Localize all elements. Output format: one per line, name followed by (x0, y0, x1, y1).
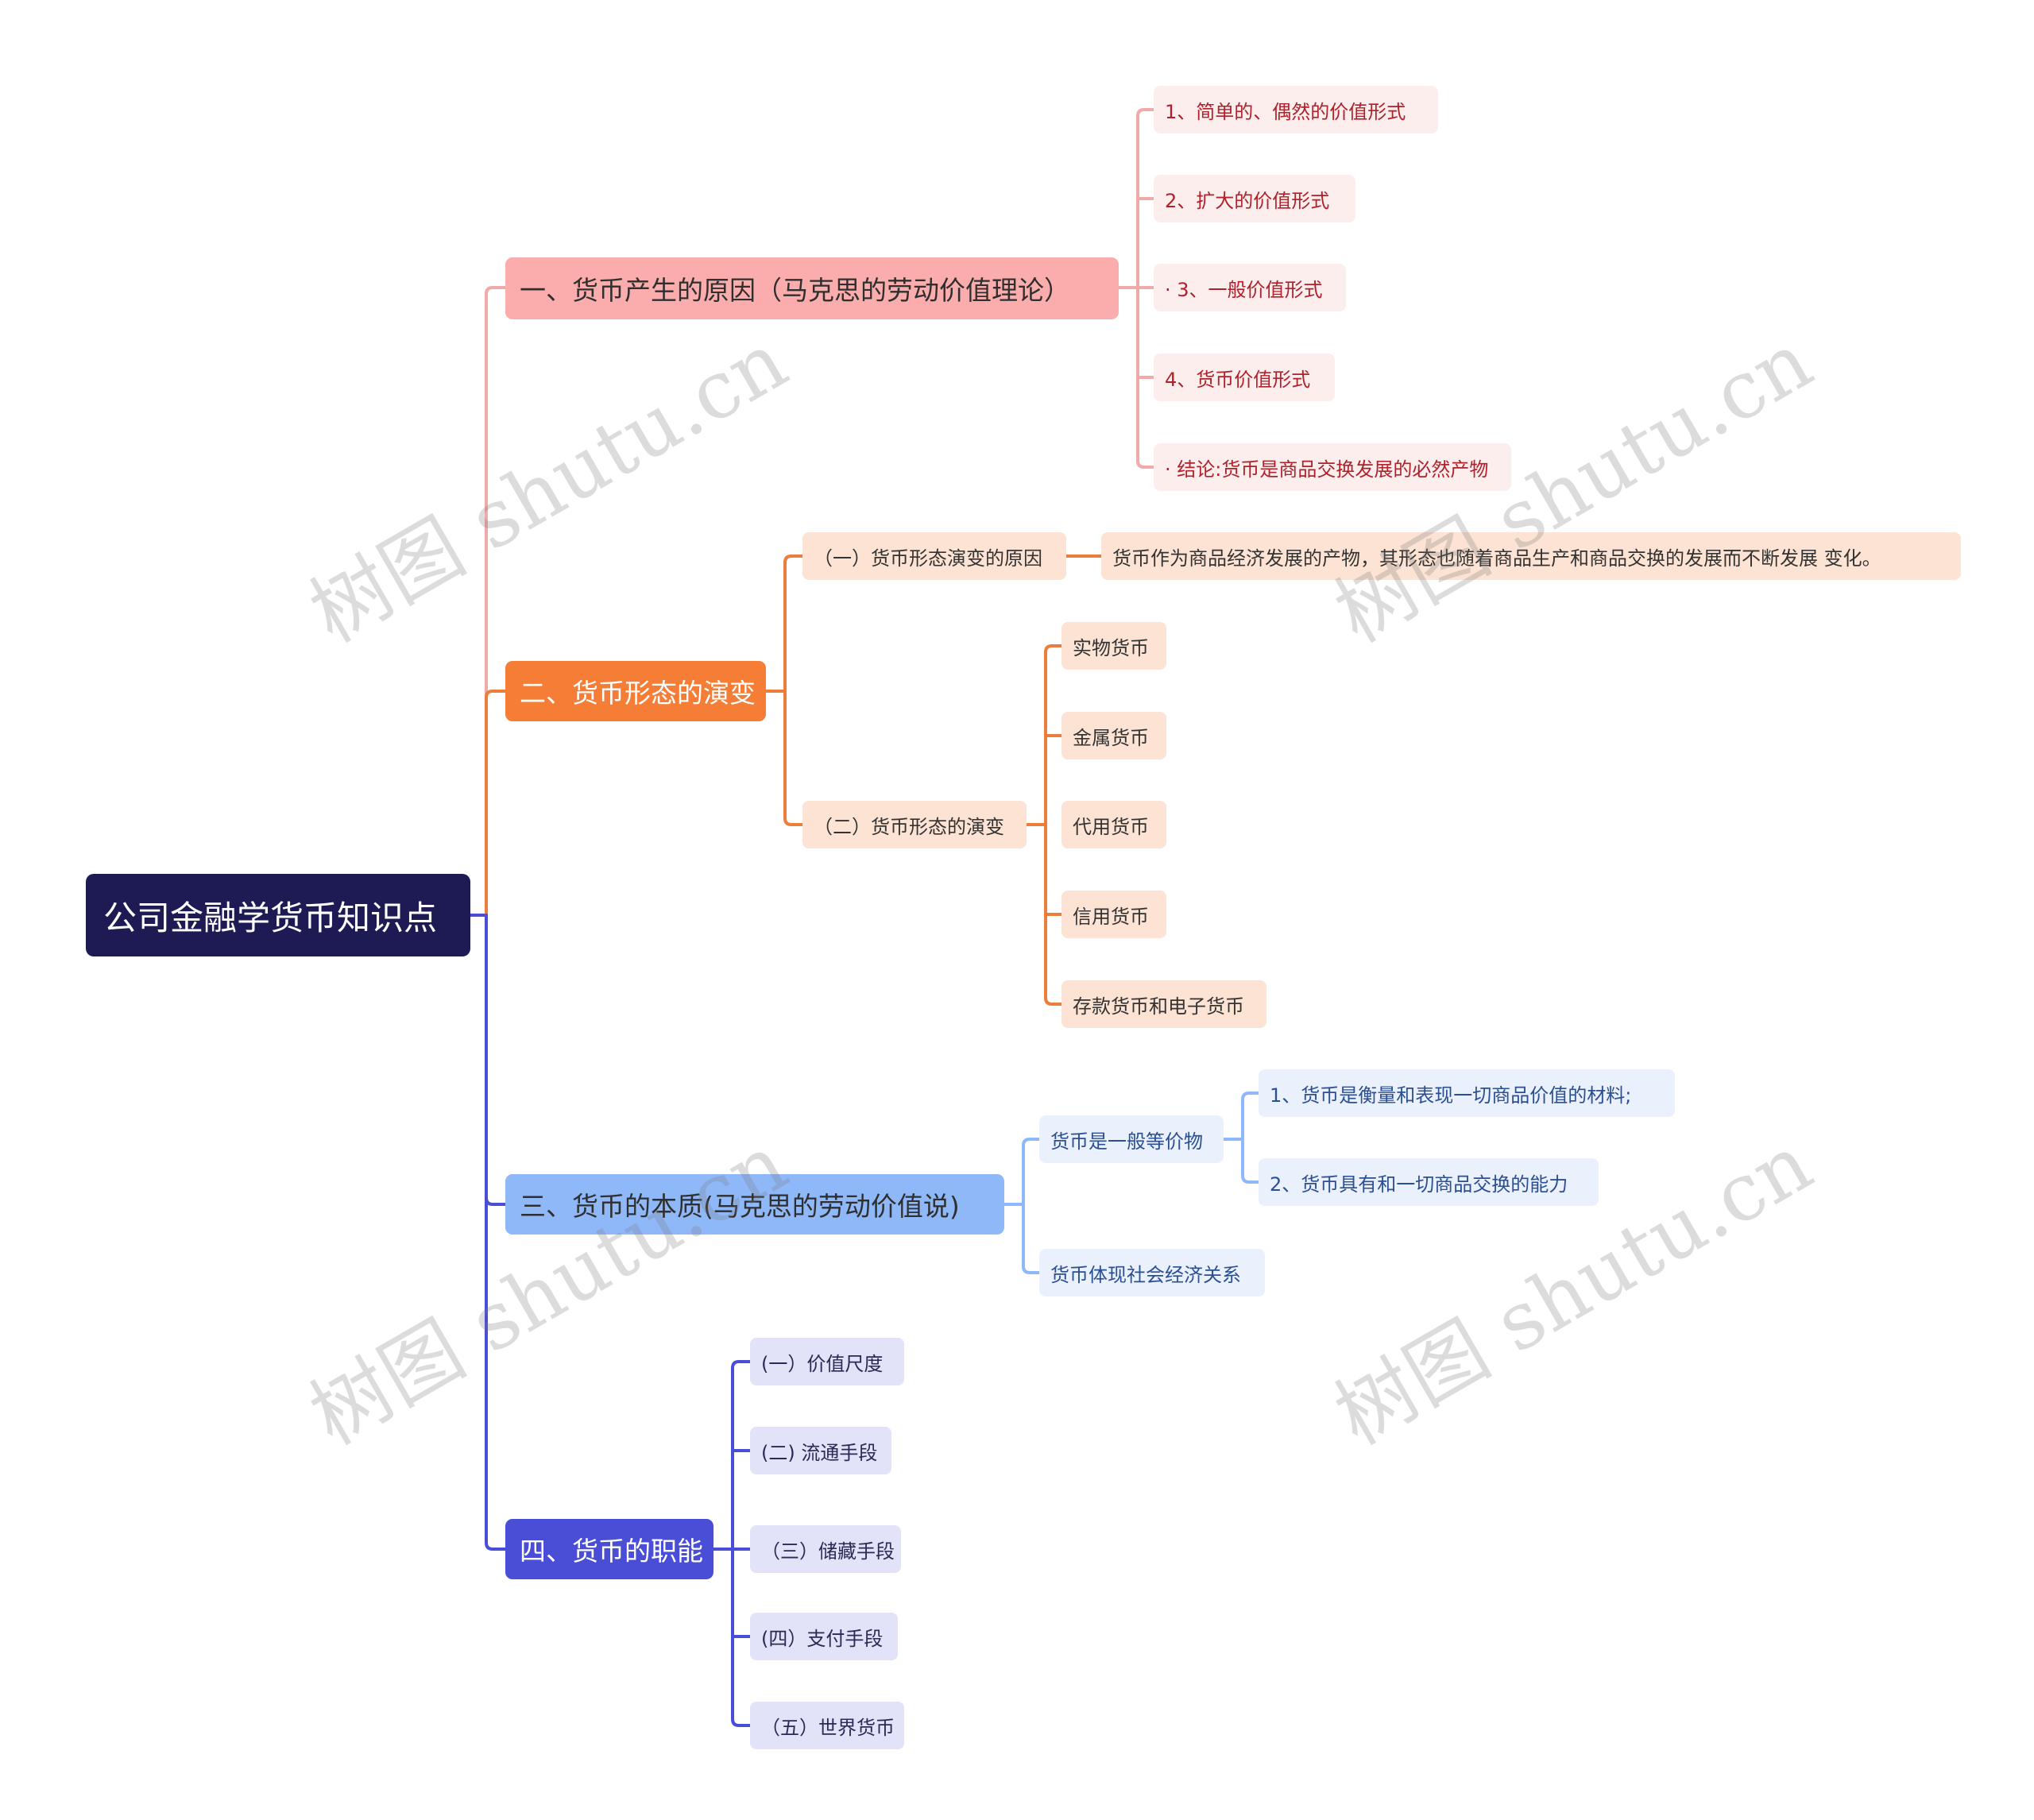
b1-child-5[interactable]: · 结论:货币是商品交换发展的必然产物 (1154, 443, 1511, 491)
b2-sub-1-detail[interactable]: 货币作为商品经济发展的产物，其形态也随着商品生产和商品交换的发展而不断发展 变化… (1101, 532, 1961, 580)
connector-b4 (712, 1360, 752, 1727)
connector-root-b1 (485, 286, 507, 296)
b4-child-4[interactable]: (四）支付手段 (750, 1613, 898, 1660)
b1-child-2[interactable]: 2、扩大的价值形式 (1154, 175, 1355, 222)
b4-child-2[interactable]: (二) 流通手段 (750, 1427, 891, 1474)
connector-root-b3 (485, 914, 507, 1206)
connector-b3 (1003, 1092, 1260, 1274)
branch-4-node[interactable]: 四、货币的职能 (505, 1519, 713, 1579)
b1-child-1[interactable]: 1、简单的、偶然的价值形式 (1154, 86, 1438, 133)
branch-1-node[interactable]: 一、货币产生的原因（马克思的劳动价值理论） (505, 257, 1119, 319)
b3-sub-1-child-1[interactable]: 1、货币是衡量和表现一切商品价值的材料; (1259, 1069, 1675, 1117)
b2-sub-1[interactable]: （一）货币形态演变的原因 (802, 532, 1066, 580)
b2-sub-2-child-1[interactable]: 实物货币 (1061, 622, 1166, 670)
b4-child-3[interactable]: （三）储藏手段 (750, 1525, 901, 1573)
b2-sub-2-child-5[interactable]: 存款货币和电子货币 (1061, 980, 1266, 1028)
b3-sub-1-child-2[interactable]: 2、货币具有和一切商品交换的能力 (1259, 1158, 1599, 1206)
branch-2-node[interactable]: 二、货币形态的演变 (505, 661, 766, 721)
b2-sub-2[interactable]: （二）货币形态的演变 (802, 801, 1027, 848)
connector-b1 (1117, 108, 1155, 469)
b2-sub-2-child-4[interactable]: 信用货币 (1061, 891, 1166, 938)
b2-sub-2-child-3[interactable]: 代用货币 (1061, 801, 1166, 848)
b1-child-4[interactable]: 4、货币价值形式 (1154, 354, 1335, 401)
b3-sub-2[interactable]: 货币体现社会经济关系 (1039, 1249, 1265, 1296)
b2-sub-2-child-2[interactable]: 金属货币 (1061, 712, 1166, 759)
connector-root-b2 (485, 690, 507, 699)
root-node[interactable]: 公司金融学货币知识点 (86, 874, 470, 956)
connector-b2 (764, 555, 1103, 1006)
b4-child-5[interactable]: （五）世界货币 (750, 1702, 904, 1749)
b1-child-3[interactable]: · 3、一般价值形式 (1154, 264, 1346, 311)
connector-root-b4 (485, 1196, 507, 1551)
branch-3-node[interactable]: 三、货币的本质(马克思的劳动价值说) (505, 1174, 1004, 1235)
b3-sub-1[interactable]: 货币是一般等价物 (1039, 1115, 1224, 1163)
b4-child-1[interactable]: (一）价值尺度 (750, 1338, 904, 1385)
